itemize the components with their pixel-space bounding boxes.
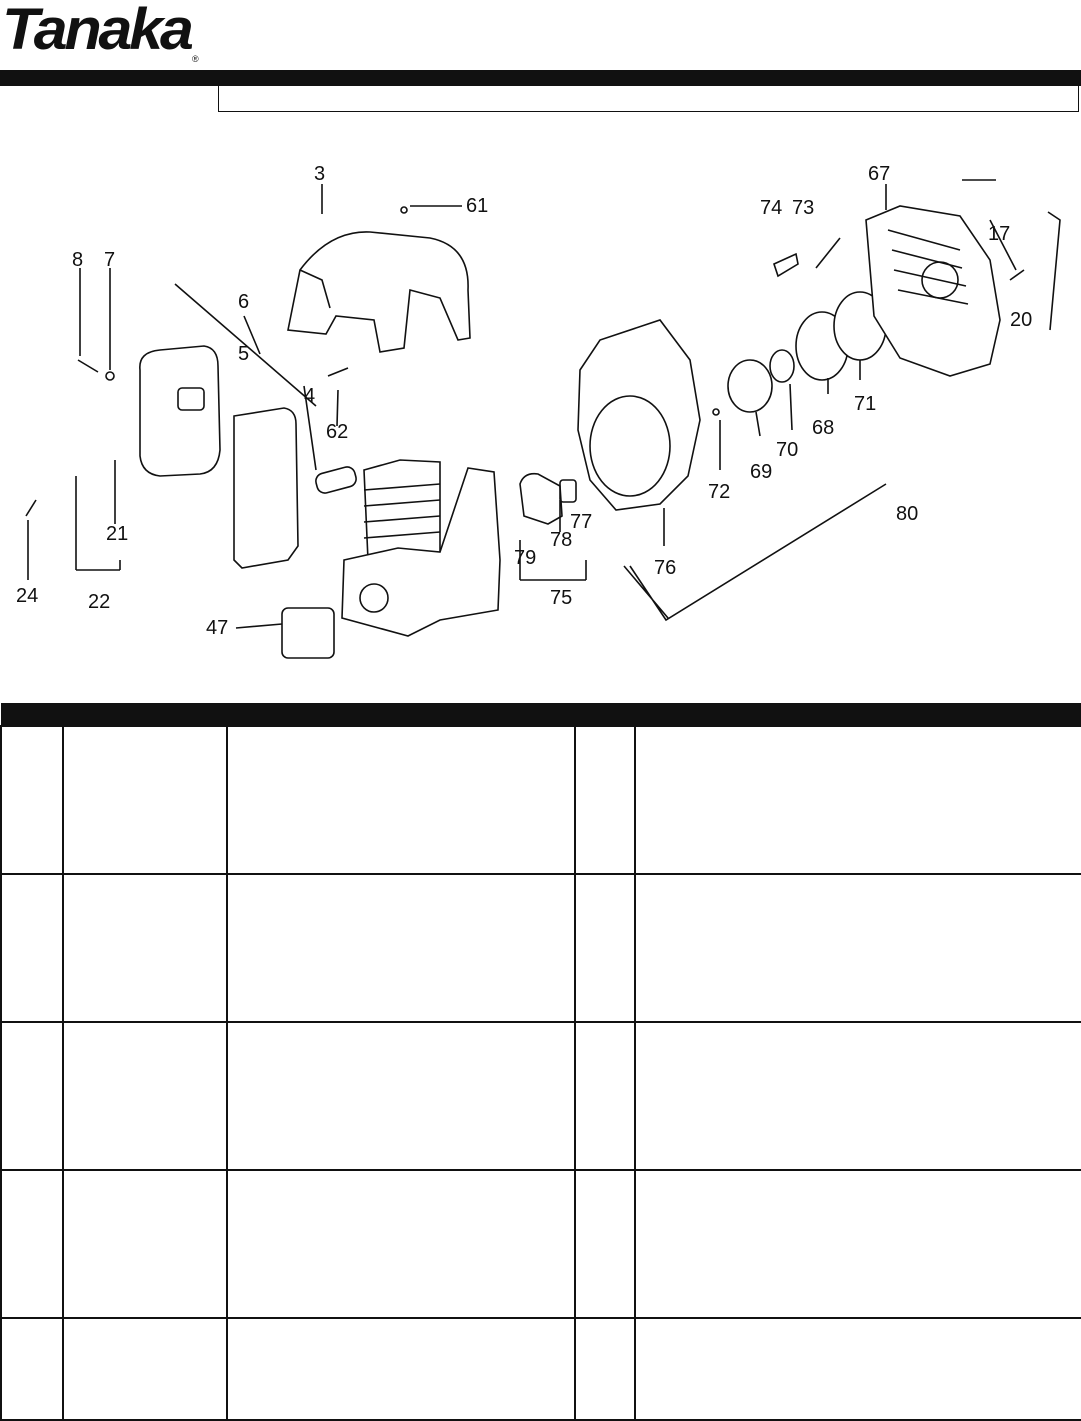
table-cell	[634, 1317, 1081, 1421]
header-cell	[635, 703, 1081, 726]
table-cell	[62, 1317, 228, 1421]
table-row	[0, 1317, 1081, 1421]
header-cell	[1, 703, 63, 726]
table-row	[0, 1021, 1081, 1171]
bolt-24-drawing	[25, 499, 37, 517]
tanaka-logo: Tanaka ®	[2, 0, 202, 68]
table-cell	[634, 1169, 1081, 1319]
table-cell	[574, 1317, 636, 1421]
table-cell	[0, 725, 64, 875]
part-label: 67	[868, 163, 890, 185]
part-label: 8	[72, 249, 83, 271]
diagram-svg: 3 61 8 7 6 5 4 62 21 24 22 47 79 78 77 7…	[16, 163, 1061, 659]
header-cell	[63, 703, 227, 726]
magneto-drawing	[519, 472, 563, 525]
bolt-8-drawing	[77, 359, 99, 373]
header-cell	[227, 703, 575, 726]
exploded-parts-diagram: 3 61 8 7 6 5 4 62 21 24 22 47 79 78 77 7…	[0, 120, 1081, 700]
table-cell	[62, 1169, 228, 1319]
table-cell	[574, 1169, 636, 1319]
part-label: 22	[88, 591, 110, 613]
table-cell	[226, 873, 576, 1023]
table-cell	[226, 725, 576, 875]
table-cell	[574, 873, 636, 1023]
part-label: 72	[708, 481, 730, 503]
table-cell	[0, 1169, 64, 1319]
part-label: 69	[750, 461, 772, 483]
part-label: 61	[466, 195, 488, 217]
fan-housing-drawing	[577, 319, 701, 511]
table-cell	[0, 1021, 64, 1171]
leader-lines	[27, 179, 1061, 629]
part-label: 79	[514, 547, 536, 569]
table-cell	[226, 1021, 576, 1171]
part-label: 47	[206, 617, 228, 639]
table-header-row	[1, 703, 1081, 726]
crankcase-drawing	[341, 467, 501, 637]
registered-mark: ®	[192, 54, 199, 64]
table-cell	[0, 873, 64, 1023]
part-label: 68	[812, 417, 834, 439]
part-labels: 3 61 8 7 6 5 4 62 21 24 22 47 79 78 77 7…	[16, 163, 1032, 639]
part-label: 73	[792, 197, 814, 219]
title-box	[218, 86, 1079, 112]
part-label: 75	[550, 587, 572, 609]
part-label: 78	[550, 529, 572, 551]
muffler-drawing	[139, 345, 221, 477]
header-bar	[0, 70, 1081, 86]
bolt-62-drawing	[327, 367, 349, 377]
table-cell	[0, 1317, 64, 1421]
engine-cover-drawing	[287, 231, 471, 353]
part-label: 6	[238, 291, 249, 313]
part-label: 70	[776, 439, 798, 461]
table-cell	[634, 1021, 1081, 1171]
table-cell	[574, 725, 636, 875]
bolt-20-drawing	[1009, 269, 1025, 281]
clutch-shoe-drawing	[281, 607, 335, 659]
parts-list-table	[0, 703, 1081, 1421]
header-cell	[575, 703, 635, 726]
part-label: 17	[988, 223, 1010, 245]
pulley-69-drawing	[727, 359, 773, 413]
table-cell	[62, 1021, 228, 1171]
table-cell	[634, 725, 1081, 875]
part-label: 74	[760, 197, 782, 219]
table-cell	[226, 1169, 576, 1319]
table-row	[0, 725, 1081, 875]
part-label: 3	[314, 163, 325, 185]
part-label: 76	[654, 557, 676, 579]
starter-handle-drawing	[773, 252, 799, 278]
part-label: 24	[16, 585, 38, 607]
part-label: 77	[570, 511, 592, 533]
part-label: 4	[304, 385, 315, 407]
table-cell	[62, 725, 228, 875]
table-row	[0, 1169, 1081, 1319]
diagram-drawings	[25, 179, 1061, 659]
part-label: 7	[104, 249, 115, 271]
muffler-plate-drawing	[233, 407, 299, 569]
starter-case-drawing	[865, 205, 1001, 377]
table-row	[0, 873, 1081, 1023]
table-cell	[574, 1021, 636, 1171]
part-label: 62	[326, 421, 348, 443]
table-cell	[226, 1317, 576, 1421]
brand-wordmark: Tanaka	[2, 0, 194, 62]
table-cell	[634, 873, 1081, 1023]
spring-70-drawing	[769, 349, 795, 383]
part-label: 80	[896, 503, 918, 525]
part-label: 20	[1010, 309, 1032, 331]
part-label: 5	[238, 343, 249, 365]
part-label: 71	[854, 393, 876, 415]
table-cell	[62, 873, 228, 1023]
part-label: 21	[106, 523, 128, 545]
gasket-drawing	[315, 466, 357, 494]
